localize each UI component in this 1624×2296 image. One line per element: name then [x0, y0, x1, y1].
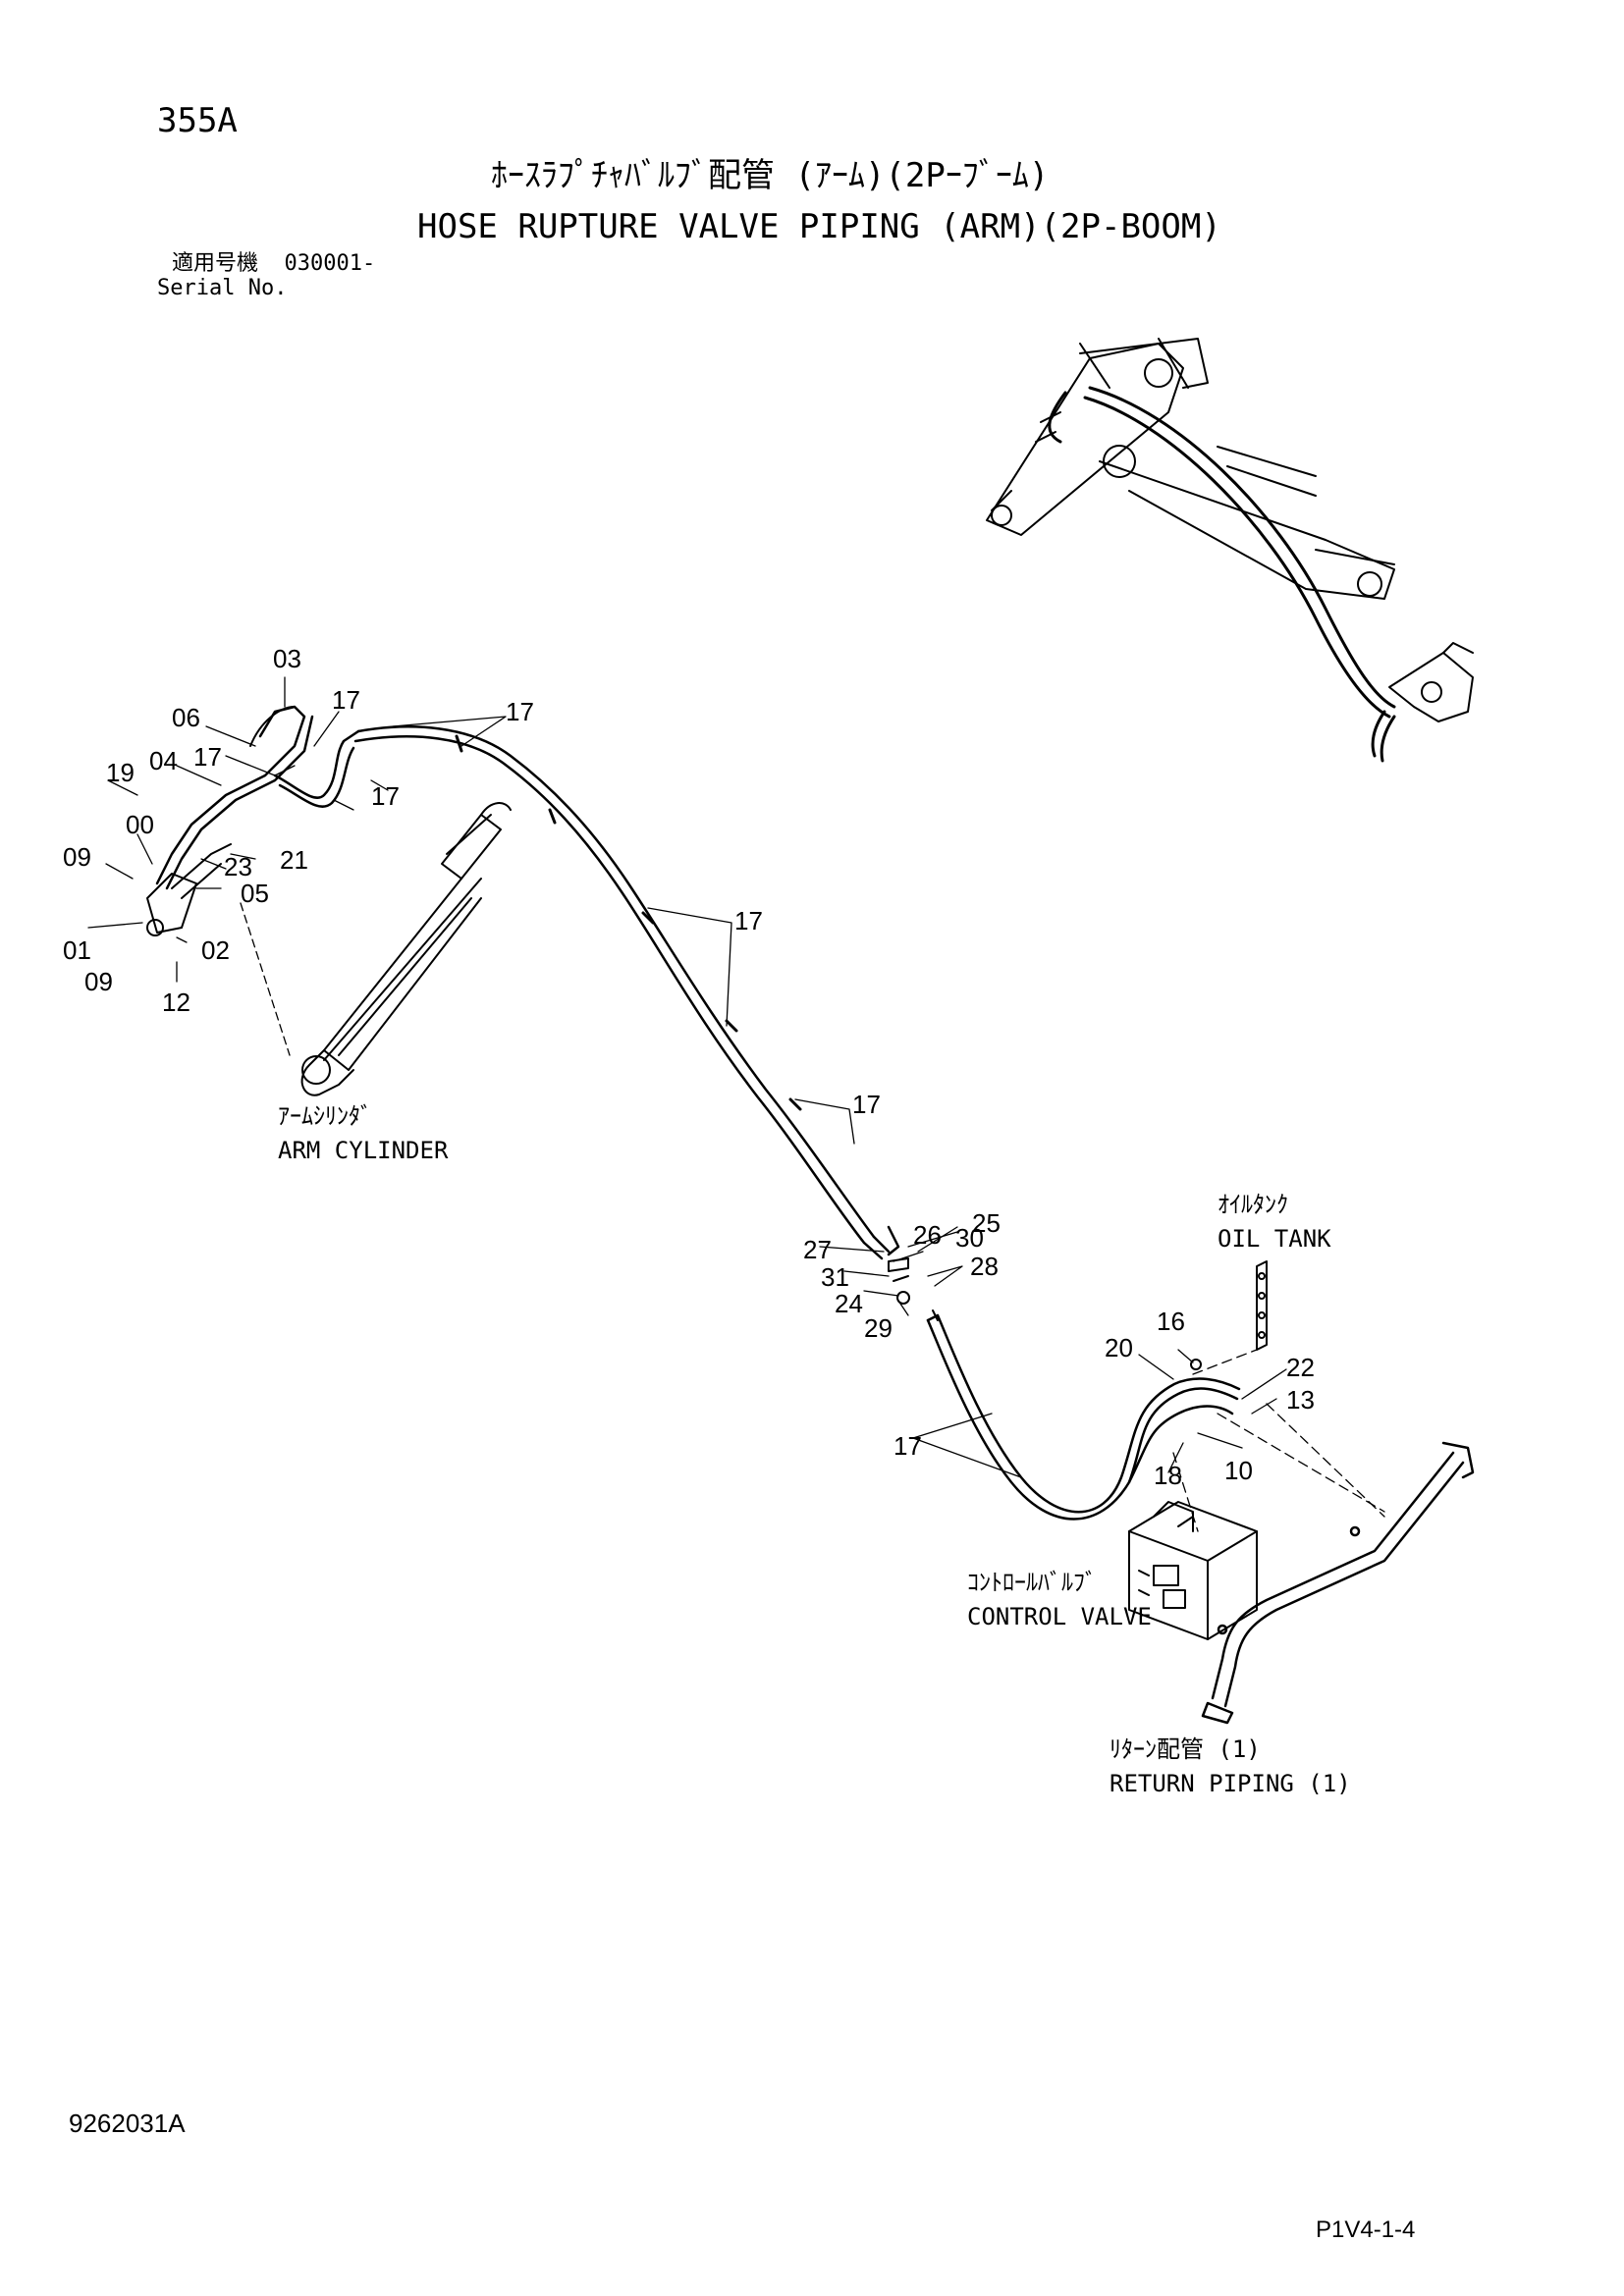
control-valve-label-jp: ｺﾝﾄﾛｰﾙﾊﾞﾙﾌﾞ	[967, 1569, 1097, 1596]
part-number: 21	[280, 845, 308, 875]
part-number: 02	[201, 935, 230, 965]
document-number: 9262031A	[69, 2109, 186, 2138]
part-number: 09	[84, 967, 113, 996]
return-piping	[1201, 1441, 1475, 1725]
part-number: 19	[106, 758, 135, 787]
part-number: 17	[852, 1090, 881, 1119]
part-number: 24	[835, 1289, 863, 1318]
part-number: 27	[803, 1235, 832, 1264]
fittings-group	[888, 1257, 939, 1321]
part-number: 18	[1154, 1461, 1182, 1490]
main-hoses	[353, 725, 900, 1260]
overview-machine	[986, 338, 1474, 763]
part-number: 29	[864, 1313, 893, 1343]
part-number: 17	[893, 1431, 922, 1461]
serial-value: 030001-	[284, 251, 376, 276]
part-number: 04	[149, 746, 178, 775]
title-japanese: ﾎｰｽﾗﾌﾟﾁｬﾊﾞﾙﾌﾞ配管 (ｱｰﾑ)(2Pｰﾌﾞｰﾑ)	[491, 156, 1050, 195]
title-english: HOSE RUPTURE VALVE PIPING (ARM)(2P-BOOM)	[417, 207, 1221, 246]
part-number: 09	[63, 842, 91, 872]
arm-cylinder	[300, 802, 512, 1096]
part-number: 01	[63, 935, 91, 965]
part-number: 17	[193, 742, 222, 772]
control-valve-label-en: CONTROL VALVE	[967, 1603, 1152, 1630]
part-number: 23	[224, 852, 252, 881]
leader-lines	[87, 676, 1385, 1532]
return-piping-label-jp: ﾘﾀｰﾝ配管 (1)	[1110, 1735, 1261, 1763]
part-number: 30	[955, 1223, 984, 1253]
part-number: 16	[1157, 1307, 1185, 1336]
oil-tank-bracket	[1190, 1260, 1268, 1370]
part-number: 13	[1286, 1385, 1315, 1415]
part-number: 17	[506, 697, 534, 726]
part-number: 17	[371, 781, 400, 811]
control-valve	[1128, 1501, 1258, 1640]
arm-cylinder-label-en: ARM CYLINDER	[278, 1137, 449, 1164]
part-number: 17	[734, 906, 763, 935]
serial-label-en: Serial No.	[157, 276, 288, 300]
part-number: 10	[1224, 1456, 1253, 1485]
part-number: 03	[273, 644, 301, 673]
hose-clamps	[455, 734, 802, 1111]
part-number: 00	[126, 810, 154, 839]
part-number: 20	[1105, 1333, 1133, 1362]
part-number: 25	[972, 1208, 1001, 1238]
part-number: 17	[332, 685, 360, 715]
return-piping-label-en: RETURN PIPING (1)	[1110, 1770, 1351, 1797]
oil-tank-label-jp: ｵｲﾙﾀﾝｸ	[1218, 1191, 1288, 1218]
part-number: 28	[970, 1252, 999, 1281]
serial-row-japanese: 適用号機 030001-	[172, 253, 375, 275]
lower-hoses	[926, 1313, 1241, 1521]
part-number: 26	[913, 1220, 942, 1250]
page-code: 355A	[157, 101, 238, 140]
part-number: 05	[241, 879, 269, 908]
part-number: 22	[1286, 1353, 1315, 1382]
part-number: 31	[821, 1262, 849, 1292]
part-number: 12	[162, 988, 190, 1017]
serial-label-jp: 適用号機	[172, 251, 259, 276]
oil-tank-label-en: OIL TANK	[1218, 1225, 1331, 1253]
page-reference: P1V4-1-4	[1316, 2216, 1416, 2243]
arm-cylinder-label-jp: ｱｰﾑｼﾘﾝﾀﾞ	[278, 1102, 372, 1130]
valve-cluster	[146, 705, 360, 936]
part-number: 06	[172, 703, 200, 732]
